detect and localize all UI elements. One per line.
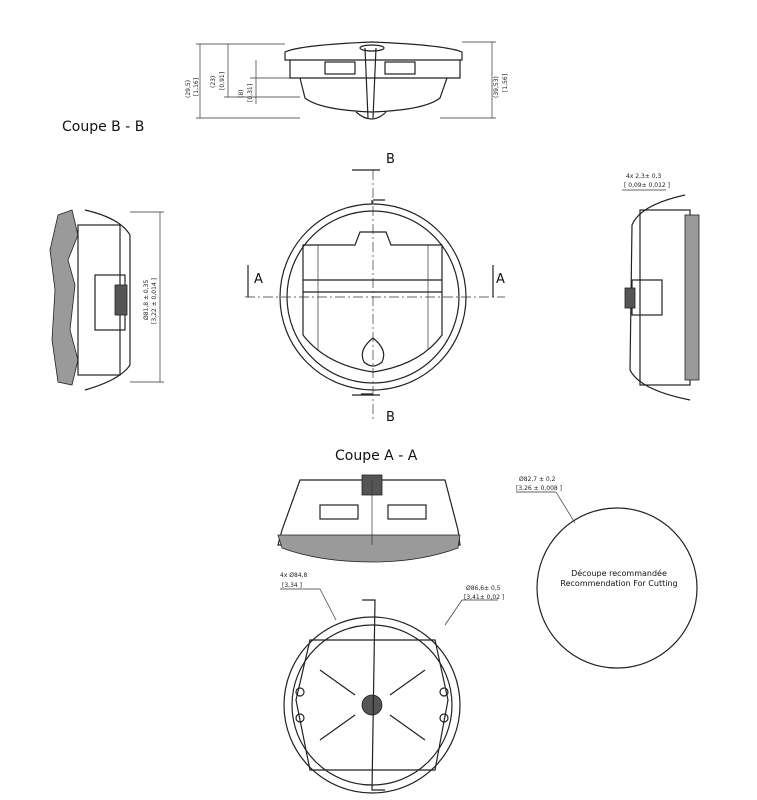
left-side-view: Ø81,8 ± 0,35 [3,22 ± 0,014 ] [49,209,164,391]
dim-h-mid: (23) [210,76,217,88]
dim-h-total: (29,5) [185,80,192,98]
dim-h-right: (39,53) [493,76,500,98]
dim-h-right-in: [1,56] [502,74,509,92]
bottom-view: 4x Ø84,8 [3,34 ] Ø86,6± 0,5 [3,41± 0,02 … [280,572,504,794]
section-aa-view [277,474,461,563]
dim-h-small: (8) [238,90,245,99]
marker-a-right: A [496,272,505,287]
dim-h-mid-in: [0,91] [219,72,226,90]
dim-outer-in: [3,41± 0,02 ] [464,594,504,601]
marker-a-left: A [254,272,263,287]
dim-clip-in: [ 0,09± 0,012 ] [624,182,670,189]
section-aa-title: Coupe A - A [335,448,418,464]
dim-h-small-in: [0,31] [247,84,254,102]
front-view: B B A A [245,152,505,425]
dim-cut: Ø82,7 ± 0,2 [519,476,556,483]
marker-b-bottom: B [386,410,395,425]
cutout-view: Ø82,7 ± 0,2 [3,26 ± 0,008 ] Découpe reco… [516,476,698,669]
dim-holes: 4x Ø84,8 [280,572,308,579]
cutout-label-en: Recommendation For Cutting [560,579,677,588]
cutout-label-fr: Découpe recommandée [571,568,667,578]
right-side-view: 4x 2,3± 0,3 [ 0,09± 0,012 ] [622,173,700,401]
section-bb-title: Coupe B - B [62,119,144,135]
dim-diameter-side-in: [3,22 ± 0,014 ] [151,278,158,324]
marker-b-top: B [386,152,395,167]
section-bb-view: (29,5) [1,16] (23) [0,91] (8) [0,31] (39… [185,41,509,120]
dim-holes-in: [3,34 ] [282,582,302,589]
dim-diameter-side: Ø81,8 ± 0,35 [143,280,150,320]
dim-outer: Ø86,6± 0,5 [466,585,501,592]
dim-h-total-in: [1,16] [193,78,200,96]
dim-cut-in: [3,26 ± 0,008 ] [516,485,562,492]
dim-clip: 4x 2,3± 0,3 [626,173,661,180]
